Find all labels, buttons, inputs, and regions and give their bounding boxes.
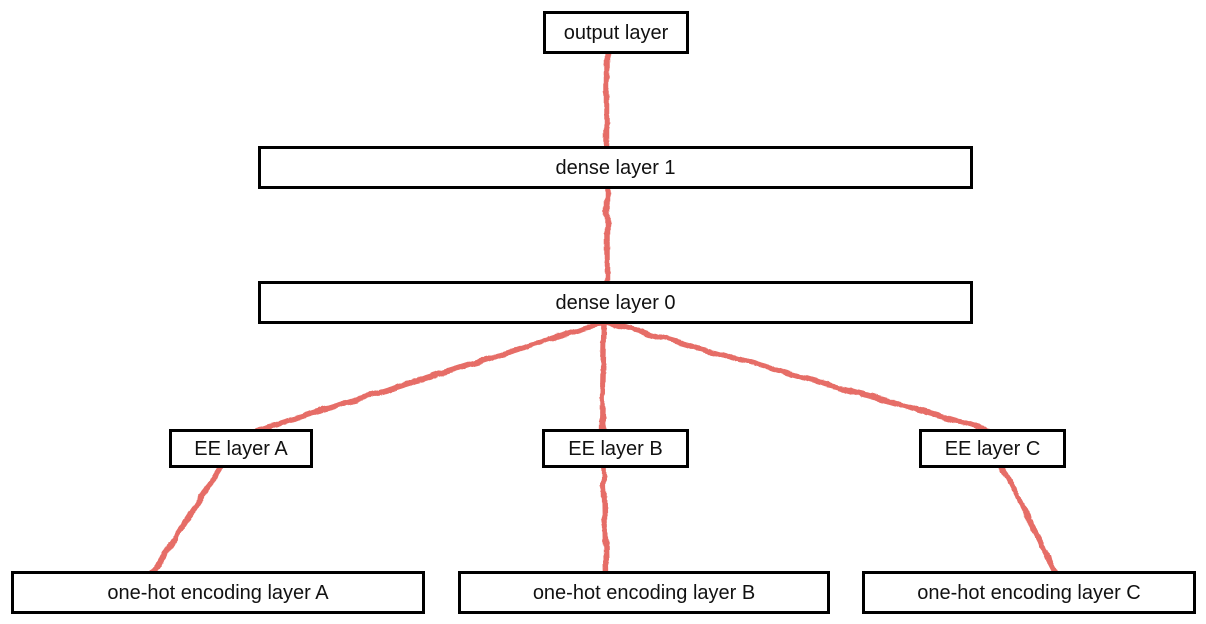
node-dense-layer-1: dense layer 1 [258, 146, 973, 189]
edge-ee-c-to-onehot-c [999, 463, 1060, 577]
node-ee-layer-a-label: EE layer A [194, 437, 288, 460]
node-one-hot-encoding-layer-c-label: one-hot encoding layer C [917, 581, 1141, 604]
node-ee-layer-c-label: EE layer C [944, 437, 1041, 460]
node-one-hot-encoding-layer-c: one-hot encoding layer C [862, 571, 1196, 614]
node-one-hot-encoding-layer-b: one-hot encoding layer B [458, 571, 830, 614]
edge-dense0-to-ee-c [605, 319, 995, 434]
edge-ee-b-to-onehot-b [601, 463, 609, 577]
node-dense-layer-0-label: dense layer 0 [555, 291, 676, 314]
node-ee-layer-c: EE layer C [919, 429, 1066, 468]
node-one-hot-encoding-layer-a: one-hot encoding layer A [11, 571, 425, 614]
node-dense-layer-1-label: dense layer 1 [555, 156, 676, 179]
node-output-layer-label: output layer [563, 21, 669, 44]
node-ee-layer-b: EE layer B [542, 429, 689, 468]
edge-dense0-to-ee-b [599, 319, 607, 435]
node-output-layer: output layer [543, 11, 689, 54]
edge-group [149, 47, 1060, 577]
node-one-hot-encoding-layer-b-label: one-hot encoding layer B [532, 581, 756, 604]
edge-dense0-to-ee-a [247, 319, 609, 436]
node-one-hot-encoding-layer-a-label: one-hot encoding layer A [107, 581, 329, 604]
node-ee-layer-a: EE layer A [169, 429, 313, 468]
node-dense-layer-0: dense layer 0 [258, 281, 973, 324]
edge-ee-a-to-onehot-a [149, 463, 225, 577]
node-ee-layer-b-label: EE layer B [568, 437, 663, 460]
